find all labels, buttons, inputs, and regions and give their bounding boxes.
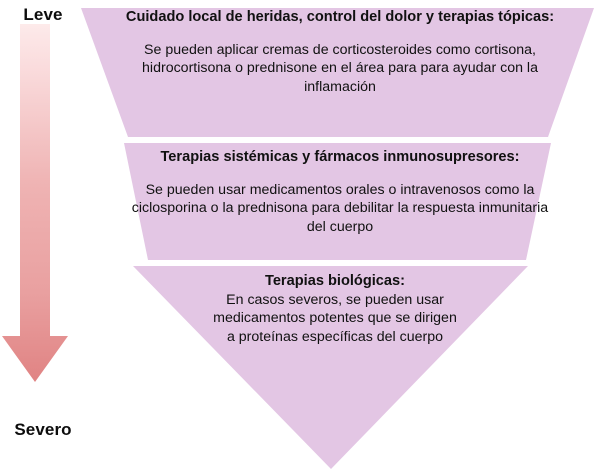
funnel-stage-1-text: Cuidado local de heridas, control del do…	[108, 8, 572, 96]
funnel-stage-3-body: En casos severos, se pueden usar medicam…	[213, 291, 457, 345]
funnel-stage-2-title: Terapias sistémicas y fármacos inmunosup…	[160, 149, 520, 165]
severity-scale: Leve Severo	[0, 0, 90, 475]
funnel-stage-1-shape	[81, 8, 594, 137]
funnel-stage-1-title: Cuidado local de heridas, control del do…	[125, 9, 555, 25]
funnel-stage-1-body: Se pueden aplicar cremas de corticostero…	[142, 41, 538, 95]
funnel-stage-2-text: Terapias sistémicas y fármacos inmunosup…	[128, 148, 552, 236]
funnel-stage-2-body: Se pueden usar medicamentos orales o int…	[131, 181, 549, 235]
severity-label-severe: Severo	[14, 420, 72, 439]
funnel-stage-3-shape	[133, 266, 528, 469]
funnel-stage-2-shape	[124, 143, 551, 260]
severity-arrow-icon	[2, 24, 68, 382]
severity-label-mild: Leve	[23, 5, 63, 24]
funnel-stage-3-title: Terapias biológicas:	[264, 273, 406, 289]
funnel-stage-3-text: Terapias biológicas: En casos severos, s…	[212, 272, 458, 346]
